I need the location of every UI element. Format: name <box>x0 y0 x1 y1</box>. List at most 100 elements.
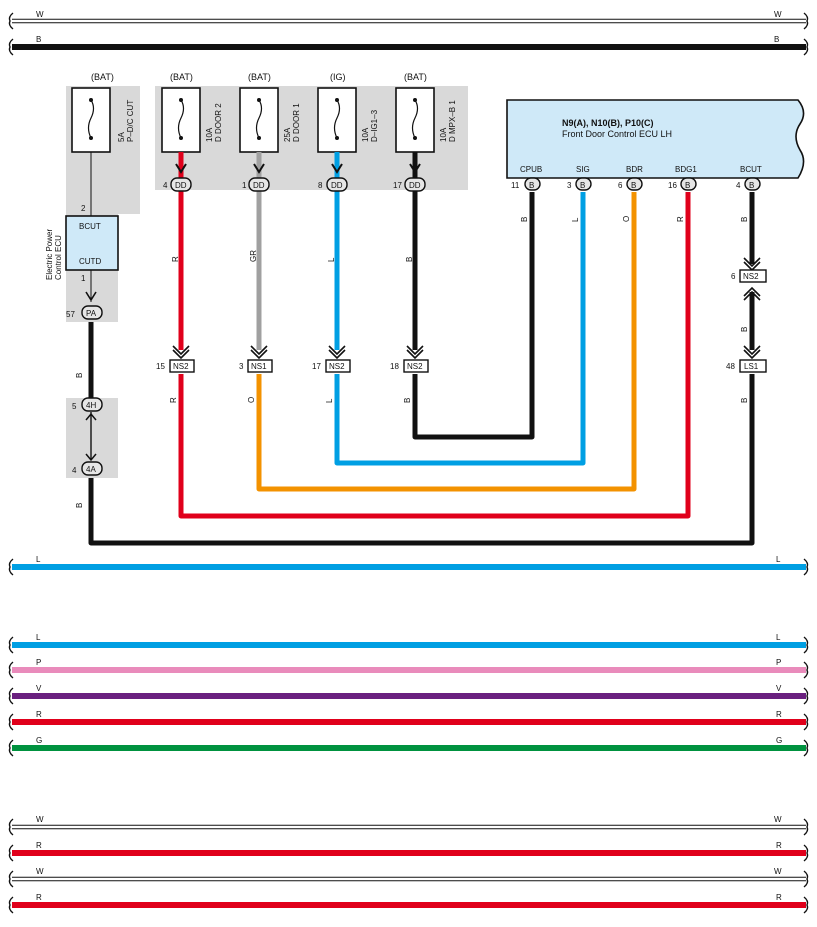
wire-label: R <box>776 893 782 902</box>
wire-label: B <box>774 35 779 44</box>
wire-label: W <box>774 867 782 876</box>
connector-pin: 16 <box>668 181 677 190</box>
ecu-subtitle: Front Door Control ECU LH <box>562 129 672 139</box>
connector-pin: 5 <box>72 402 77 411</box>
right-chain: 6 NS2 B 48 LS1 B <box>726 257 767 403</box>
top-bus-w: W W <box>8 10 809 30</box>
fuse-d-door-1: (BAT) 25A D DOOR 1 <box>239 72 301 153</box>
bus-line-l: L L <box>8 633 809 654</box>
wire-label: R <box>171 256 180 262</box>
connector-pin: 18 <box>390 362 399 371</box>
connector-pin: 6 <box>618 181 623 190</box>
bus-group-3: W W R R W W R R <box>8 815 809 914</box>
connector-pin: 48 <box>726 362 735 371</box>
fuse-name: D–IG1–3 <box>370 109 379 142</box>
fuse-name: P–D/C CUT <box>126 100 135 142</box>
connector-id: NS2 <box>743 272 759 281</box>
power-control-ecu: Electric Power Control ECU 2 BCUT CUTD 1… <box>45 204 119 508</box>
wire-blue-sig <box>334 192 586 466</box>
wire-label: B <box>740 398 749 403</box>
ecu-terminal: BDG1 <box>675 165 697 174</box>
wire-label: L <box>36 555 41 564</box>
ecu-title-line1: Electric Power <box>45 229 54 280</box>
wire-label: L <box>325 398 334 403</box>
connector-id: 4A <box>86 465 96 474</box>
connector-pin: 6 <box>731 272 736 281</box>
connector-id: NS1 <box>251 362 267 371</box>
connector-pin: 15 <box>156 362 165 371</box>
wire-black-cpub <box>412 192 535 440</box>
connector-pin: 17 <box>393 181 402 190</box>
fuse-rating: 5A <box>117 132 126 142</box>
bus-line-w: W W <box>8 815 809 836</box>
wire-label: L <box>36 633 41 642</box>
wire-label: L <box>776 555 781 564</box>
connector-id: LS1 <box>744 362 759 371</box>
ns-connectors: 15 NS2 R 3 NS1 O 17 NS2 L 18 NS2 B <box>156 345 429 403</box>
fuse-name: D MPX–B 1 <box>448 100 457 142</box>
connector-pin: 3 <box>239 362 244 371</box>
fuse-name: D DOOR 1 <box>292 103 301 142</box>
wire-label: V <box>36 684 42 693</box>
dd-connector: 4 DD R <box>163 163 192 262</box>
ecu-terminal: CUTD <box>79 257 101 266</box>
wire-label: O <box>622 216 631 222</box>
fuse-rating: 25A <box>283 127 292 142</box>
fuse-rating: 10A <box>361 127 370 142</box>
connector-pin: 3 <box>567 181 572 190</box>
wire-black-bcut-lower <box>88 374 755 546</box>
bus-line-p: P P <box>8 658 809 679</box>
wire-label: R <box>776 710 782 719</box>
wire-label: W <box>36 867 44 876</box>
fuse-source: (BAT) <box>170 72 193 82</box>
wire-label: B <box>403 398 412 403</box>
connector-id: B <box>685 181 690 190</box>
ecu-terminal: BCUT <box>79 222 101 231</box>
dd-connectors: 4 DD R 1 DD GR 8 DD L 17 DD B <box>163 163 426 262</box>
wire-label: R <box>36 710 42 719</box>
bus-line-r: R R <box>8 893 809 914</box>
ecu-title-line2: Control ECU <box>54 235 63 280</box>
wire-label: O <box>247 397 256 403</box>
fuse-rating: 10A <box>205 127 214 142</box>
bus-line-g: G G <box>8 736 809 757</box>
connector-id: PA <box>86 309 97 318</box>
ns-connector: 17 NS2 L <box>312 345 351 403</box>
connector-pin: 4 <box>163 181 168 190</box>
fuse-pdc-cut: (BAT) 5A P–D/C CUT <box>71 72 135 153</box>
dd-connector: 8 DD L <box>318 163 348 262</box>
bus-line-w: W W <box>8 867 809 888</box>
wire-label: B <box>75 373 84 378</box>
ecu-pin-bcut: BCUT 4 B B <box>736 165 762 222</box>
bus-line-r: R R <box>8 710 809 731</box>
fuse-name: D DOOR 2 <box>214 103 223 142</box>
wire-label: B <box>740 217 749 222</box>
dd-connector: 17 DD B <box>393 163 426 262</box>
connector-id: B <box>580 181 585 190</box>
wire-orange-bdr <box>256 192 637 492</box>
bus-line-r: R R <box>8 841 809 862</box>
wire-label: GR <box>249 250 258 262</box>
fuse-d-mpx-b1: (BAT) 10A D MPX–B 1 <box>395 72 457 153</box>
wire-label: R <box>36 893 42 902</box>
connector-id: NS2 <box>329 362 345 371</box>
wire-label: G <box>36 736 42 745</box>
mid-bus-l: L L <box>8 555 809 576</box>
ns-connector: 15 NS2 R <box>156 345 195 403</box>
connector-id: NS2 <box>407 362 423 371</box>
connector-pin: 8 <box>318 181 323 190</box>
ecu-terminal: BCUT <box>740 165 762 174</box>
connector-id: DD <box>331 181 343 190</box>
wire-label: W <box>36 815 44 824</box>
connector-id: NS2 <box>173 362 189 371</box>
connector-id: B <box>749 181 754 190</box>
wire-label: B <box>520 217 529 222</box>
connector-pin: 4 <box>72 466 77 475</box>
ecu-pin: 1 <box>81 274 86 283</box>
connector-id: B <box>529 181 534 190</box>
wire-label: W <box>774 10 782 19</box>
fuse-source: (BAT) <box>404 72 427 82</box>
wire-label: B <box>75 503 84 508</box>
ecu-pin-bdg1: BDG1 16 B R <box>668 165 697 222</box>
